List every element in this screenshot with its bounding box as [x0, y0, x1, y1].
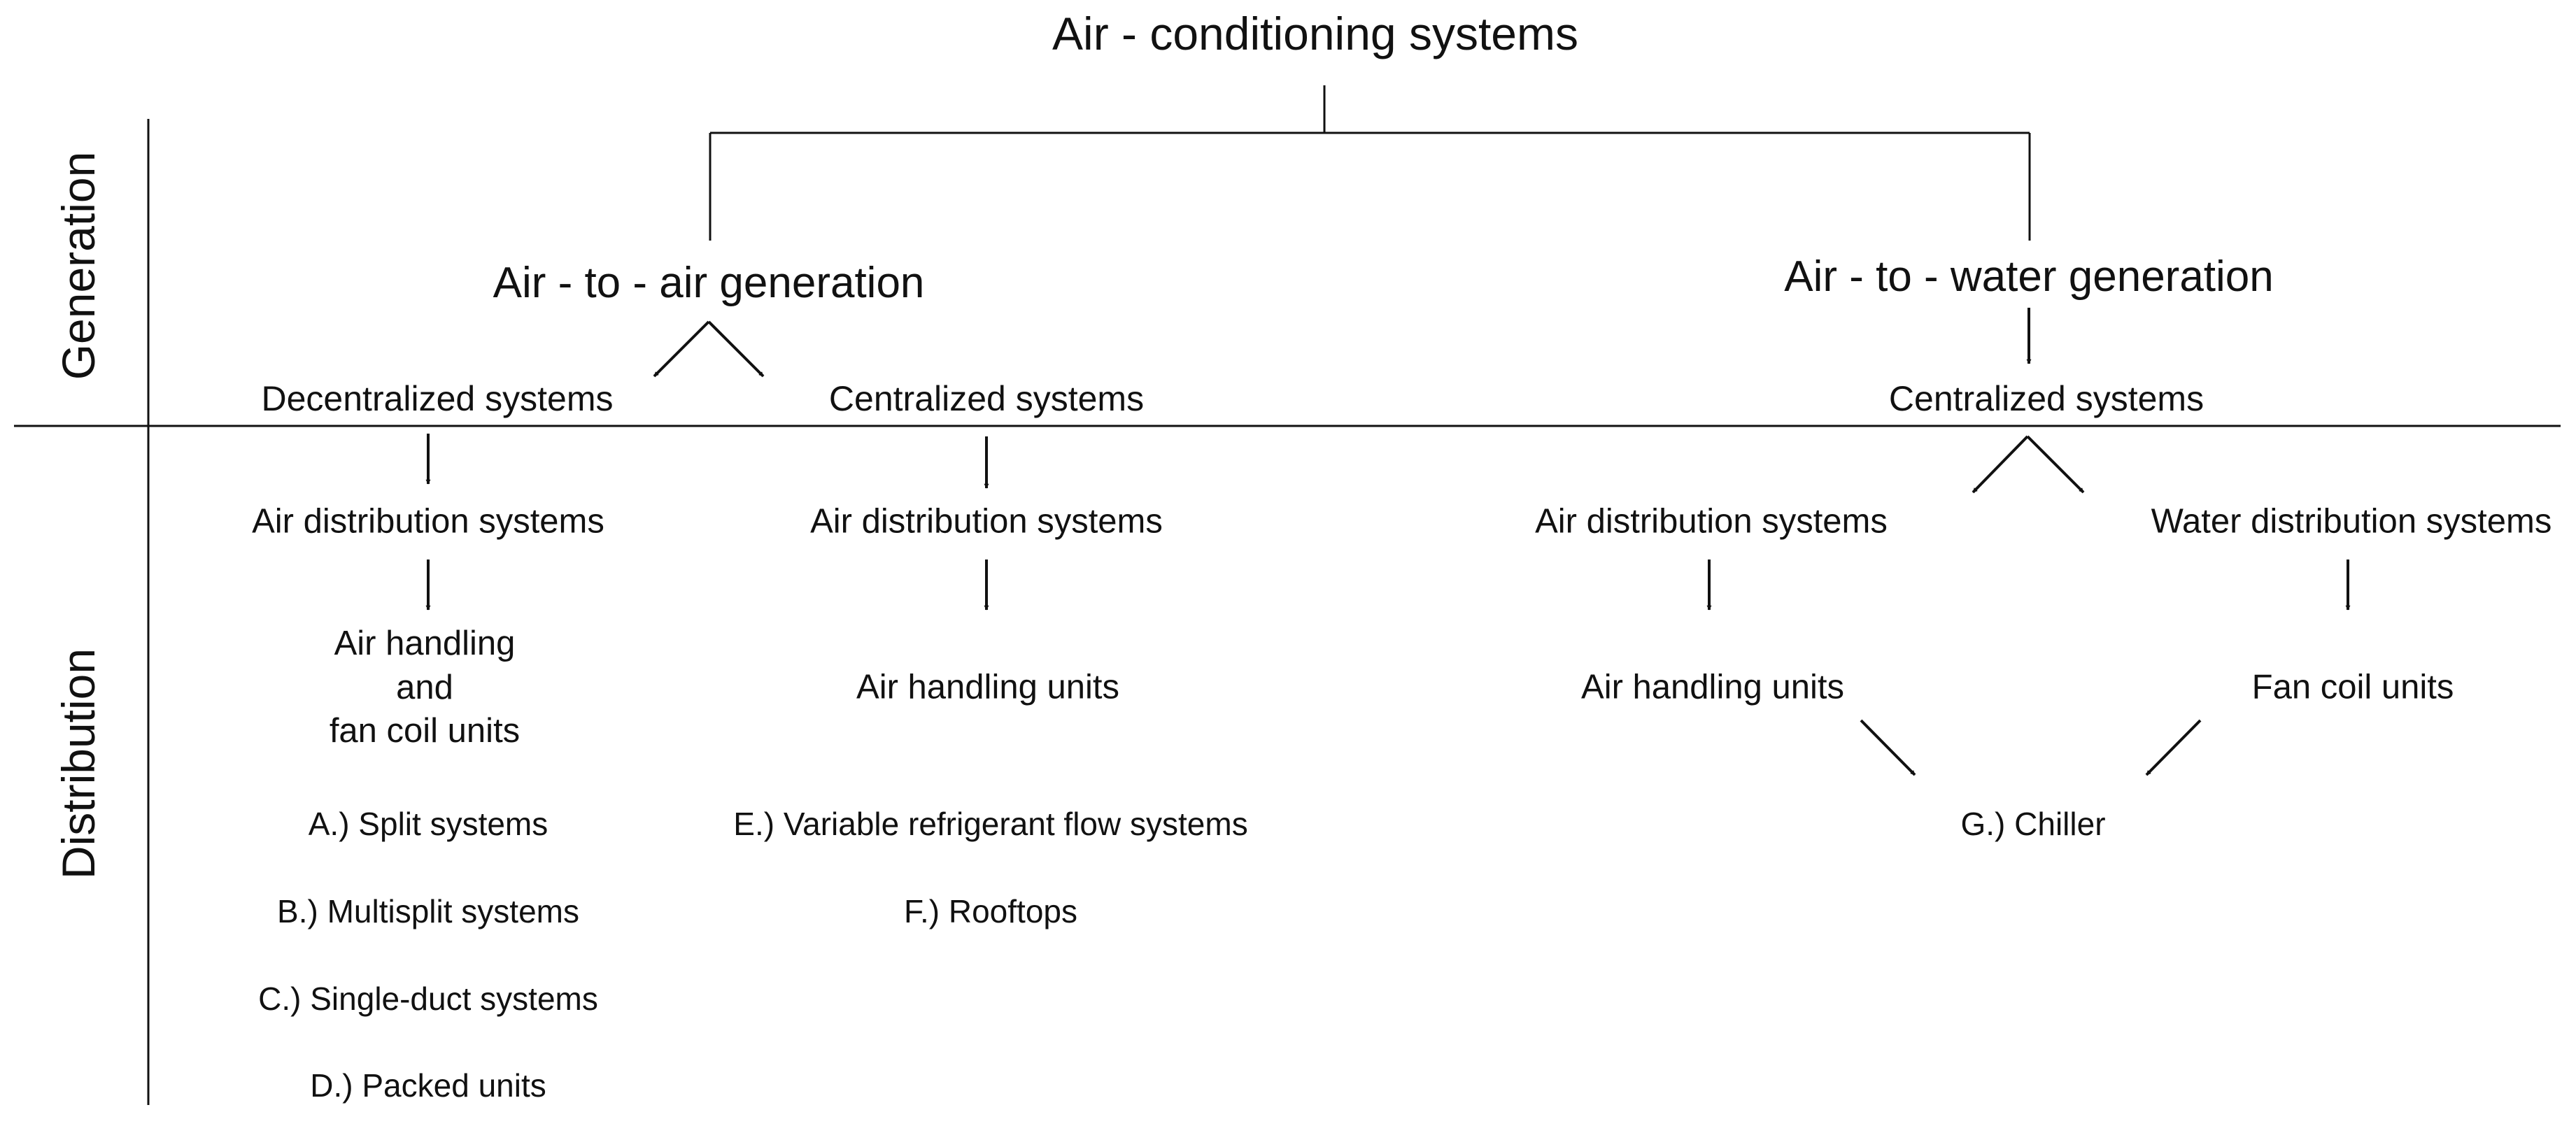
fcu-to-chiller-arrow	[2145, 719, 2202, 776]
air-to-air-split-arrows	[653, 320, 765, 378]
example-a-label: A.) Split systems	[308, 806, 549, 842]
decentral-units-line-1: Air handling	[334, 624, 516, 662]
central-air-distribution-label: Air distribution systems	[810, 502, 1163, 541]
example-f-label: F.) Rooftops	[904, 893, 1077, 929]
ahu-to-chiller-arrow	[1860, 719, 1916, 776]
a2w-air-distribution-label: Air distribution systems	[1535, 502, 1888, 541]
decentral-air-distribution-label: Air distribution systems	[252, 502, 604, 541]
distribution-axis-label: Distribution	[52, 648, 104, 880]
central-ahu-label: Air handling units	[856, 668, 1119, 706]
air-to-air-generation-label: Air - to - air generation	[493, 259, 925, 307]
a2w-water-distribution-label: Water distribution systems	[2151, 502, 2552, 541]
decentral-units-line-3: fan coil units	[329, 712, 521, 750]
decentral-units-label: Air handling and fan coil units	[330, 622, 520, 753]
a2w-fcu-label: Fan coil units	[2251, 668, 2454, 706]
a2a-centralized-systems-label: Centralized systems	[828, 379, 1145, 418]
air-to-water-split-arrows	[1972, 435, 2085, 494]
decentral-units-line-2: and	[396, 668, 453, 706]
example-d-label: D.) Packed units	[310, 1067, 546, 1104]
example-e-label: E.) Variable refrigerant flow systems	[733, 806, 1248, 842]
example-g-label: G.) Chiller	[1960, 806, 2106, 842]
diagram-title: Air - conditioning systems	[1052, 8, 1578, 59]
decentralized-systems-label: Decentralized systems	[261, 379, 614, 418]
example-c-label: C.) Single-duct systems	[258, 981, 598, 1017]
a2w-ahu-label: Air handling units	[1581, 668, 1844, 706]
a2w-centralized-systems-label: Centralized systems	[1888, 379, 2205, 418]
example-b-label: B.) Multisplit systems	[277, 893, 579, 929]
air-to-water-generation-label: Air - to - water generation	[1784, 252, 2274, 301]
generation-axis-label: Generation	[52, 151, 104, 380]
